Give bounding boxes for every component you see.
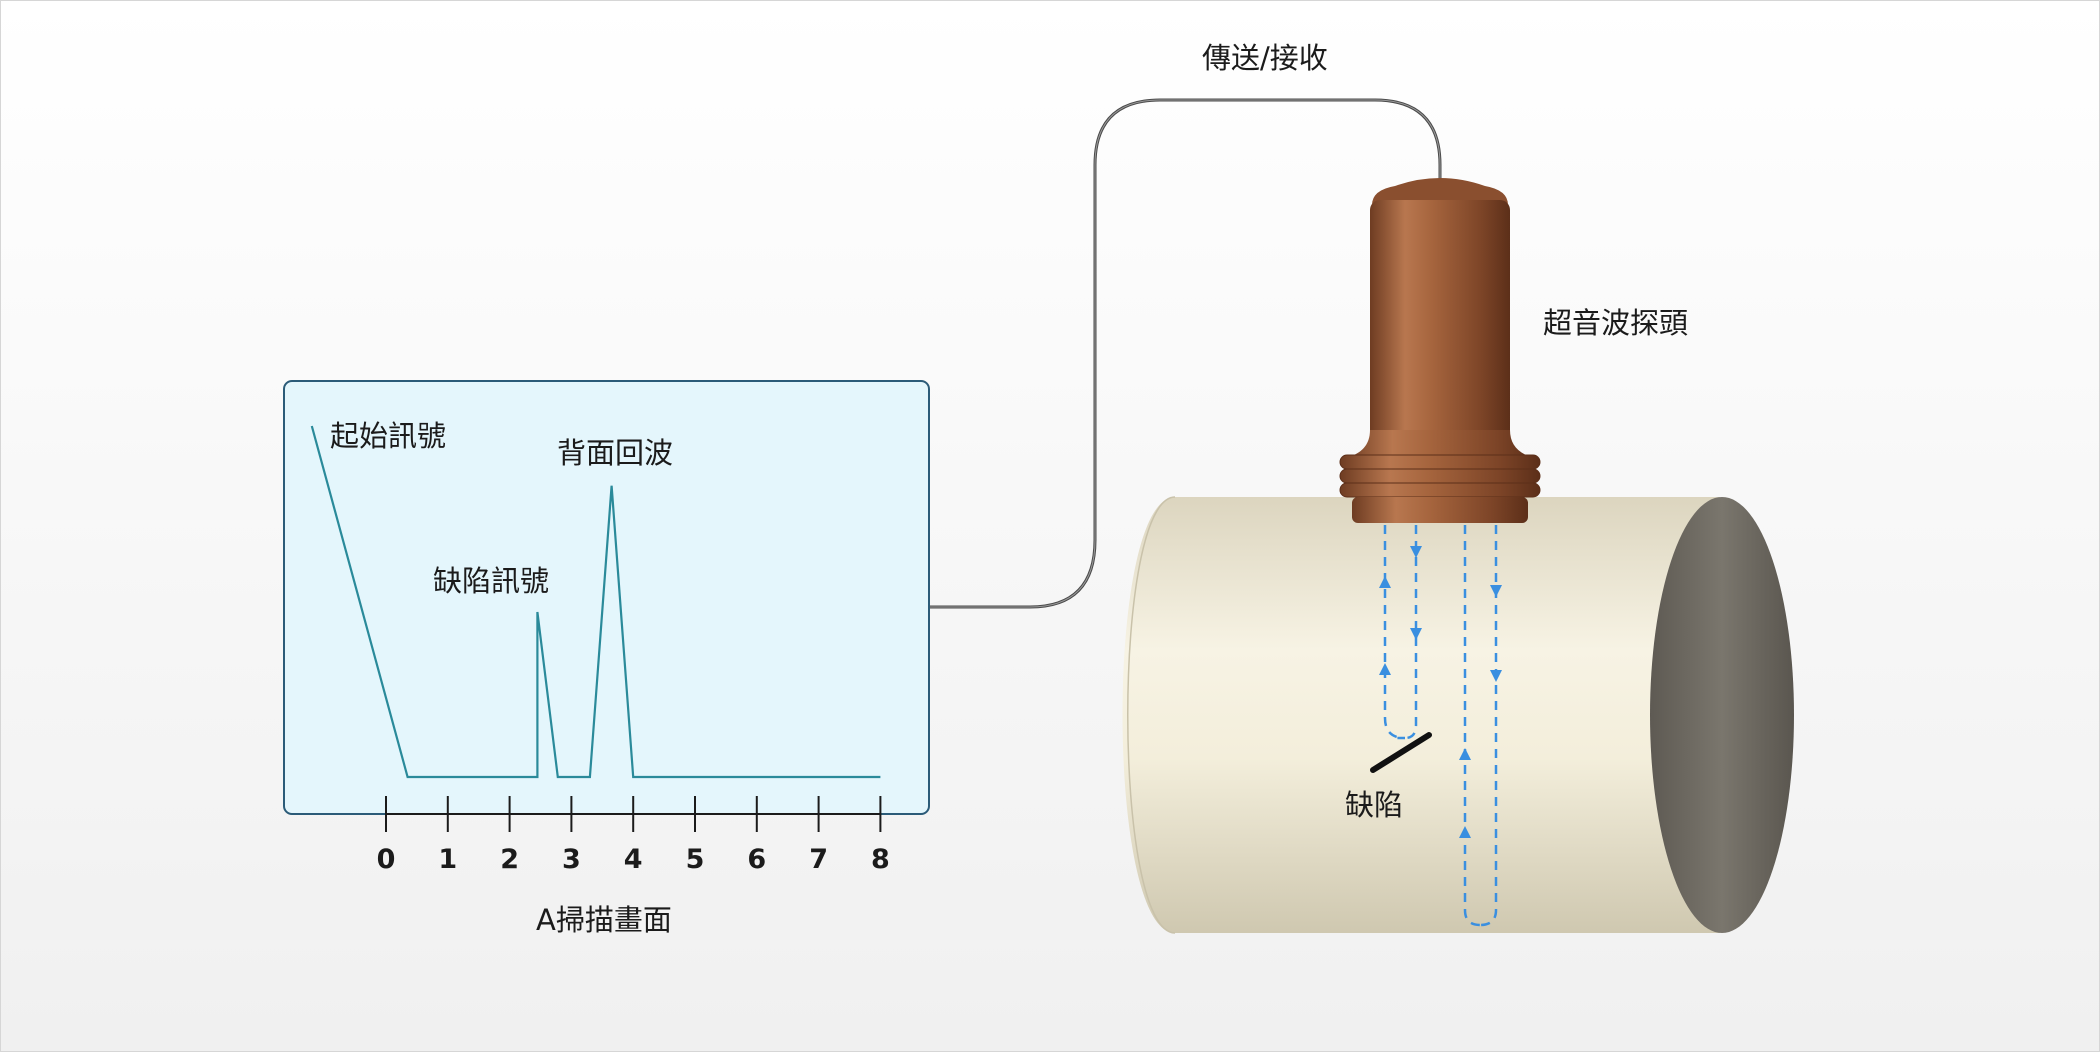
- back-echo-label: 背面回波: [557, 436, 673, 470]
- axis-tick-label-7: 7: [809, 844, 828, 875]
- defect-return-path: [1383, 525, 1406, 740]
- axis-tick-label-5: 5: [686, 844, 705, 875]
- probe-cap: [1370, 178, 1510, 205]
- probe-ring-3: [1339, 482, 1541, 498]
- axis-tick-label-3: 3: [562, 844, 581, 875]
- axis-tick-label-4: 4: [624, 844, 643, 875]
- defect-incident-path: [1404, 525, 1418, 740]
- back-incident-path: [1479, 525, 1498, 927]
- probe-ring-2: [1339, 468, 1541, 484]
- test-cylinder: [1122, 496, 1794, 934]
- a-scan-title: A掃描畫面: [536, 903, 672, 937]
- probe-ring-1: [1339, 454, 1541, 470]
- defect-signal-label: 缺陷訊號: [433, 564, 549, 598]
- arrow-up-4: [1459, 826, 1471, 838]
- arrow-down-4: [1490, 670, 1502, 682]
- arrow-up-1: [1379, 576, 1391, 588]
- cylinder-left-edge: [1127, 496, 1176, 934]
- a-scan-axis: 0 1 2 3 4 5 6 7 8: [377, 796, 890, 875]
- ultrasonic-probe: [1339, 178, 1541, 523]
- probe-body: [1370, 200, 1510, 440]
- axis-tick-label-0: 0: [377, 844, 396, 875]
- arrow-up-2: [1379, 663, 1391, 675]
- axis-tick-label-6: 6: [747, 844, 766, 875]
- arrow-up-3: [1459, 748, 1471, 760]
- arrow-down-1: [1410, 546, 1422, 558]
- defect-label: 缺陷: [1345, 788, 1403, 822]
- arrow-down-3: [1490, 585, 1502, 597]
- cylinder-body: [1122, 497, 1720, 933]
- defect-mark: [1370, 732, 1432, 773]
- axis-tick-label-1: 1: [438, 844, 457, 875]
- cylinder-end-face: [1650, 497, 1794, 933]
- initial-pulse-label: 起始訊號: [330, 419, 446, 453]
- ultrasonic-beam-paths: [1383, 525, 1498, 927]
- probe-flare: [1345, 430, 1535, 458]
- beam-arrows: [1379, 546, 1502, 838]
- a-scan-trace: [310, 425, 881, 779]
- axis-tick-label-8: 8: [871, 844, 890, 875]
- axis-tick-label-2: 2: [500, 844, 519, 875]
- back-return-path: [1463, 525, 1481, 927]
- transmit-receive-label: 傳送/接收: [1202, 41, 1328, 75]
- cable-highlight: [930, 99, 1441, 608]
- arrow-down-2: [1410, 628, 1422, 640]
- probe-label: 超音波探頭: [1543, 306, 1688, 340]
- probe-base: [1352, 497, 1528, 523]
